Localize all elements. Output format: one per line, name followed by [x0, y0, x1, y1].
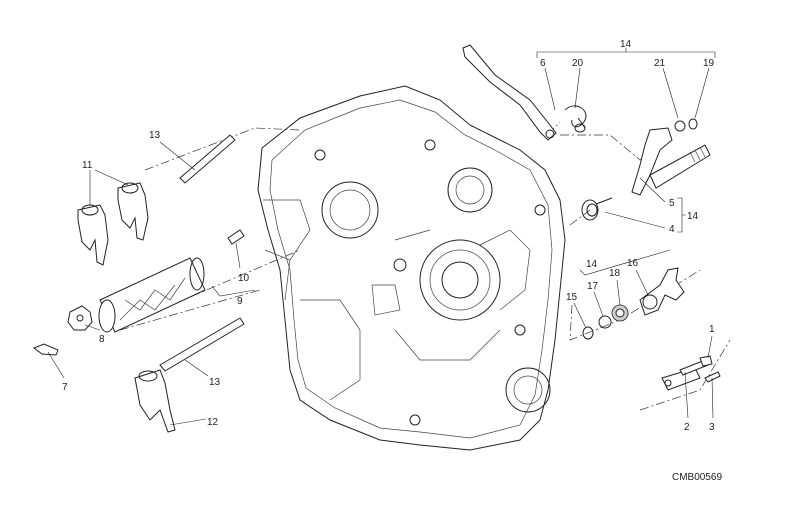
fork-rod-part-13-top — [179, 134, 236, 184]
callout-9: 9 — [237, 296, 243, 307]
callout-21: 21 — [654, 58, 666, 69]
gearshift-shaft-part-5 — [631, 127, 711, 196]
circlip-part-19 — [688, 118, 698, 130]
plate-part-16 — [639, 267, 685, 316]
bush-part-20 — [574, 123, 586, 133]
washer-part-17 — [598, 315, 612, 329]
circlip-part-15 — [582, 326, 594, 340]
callout-13-bottom: 13 — [209, 377, 221, 388]
bracket-parts-1-2-3 — [661, 355, 721, 391]
callout-20: 20 — [572, 58, 584, 69]
callout-8: 8 — [99, 334, 105, 345]
callout-6: 6 — [540, 58, 546, 69]
return-spring-part-4 — [581, 197, 613, 221]
screw-part-7 — [32, 343, 59, 356]
spring-part-20 — [564, 105, 587, 129]
callout-1: 1 — [709, 324, 715, 335]
callout-11: 11 — [82, 160, 93, 171]
callout-4: 4 — [669, 224, 675, 235]
lever-pivot — [545, 129, 555, 139]
alignment-lines — [119, 121, 731, 411]
callout-14-mid: 14 — [586, 259, 598, 270]
callout-14-top: 14 — [620, 39, 632, 50]
crankcase-half — [257, 85, 566, 451]
shift-lever-part-6 — [462, 44, 557, 141]
leader-lines — [47, 48, 716, 426]
selector-drum-part-9 — [98, 257, 206, 333]
callout-19: 19 — [703, 58, 715, 69]
diagram-code: CMB00569 — [672, 472, 722, 483]
callout-5: 5 — [669, 198, 675, 209]
detent-pin-part-10 — [227, 229, 245, 245]
callout-7: 7 — [62, 382, 68, 393]
fork-rod-part-13-bottom — [159, 317, 245, 372]
callout-13-top: 13 — [149, 130, 161, 141]
callout-12: 12 — [207, 417, 219, 428]
shift-forks-part-11 — [77, 182, 149, 266]
callout-16: 16 — [627, 258, 639, 269]
callout-15: 15 — [566, 292, 578, 303]
shift-fork-part-12 — [134, 369, 176, 433]
callout-18: 18 — [609, 268, 621, 279]
callout-2: 2 — [684, 422, 690, 433]
callout-3: 3 — [709, 422, 715, 433]
callout-14-right: 14 — [687, 211, 699, 222]
callout-10: 10 — [238, 273, 250, 284]
callout-17: 17 — [587, 281, 599, 292]
washer-part-21 — [674, 120, 686, 132]
